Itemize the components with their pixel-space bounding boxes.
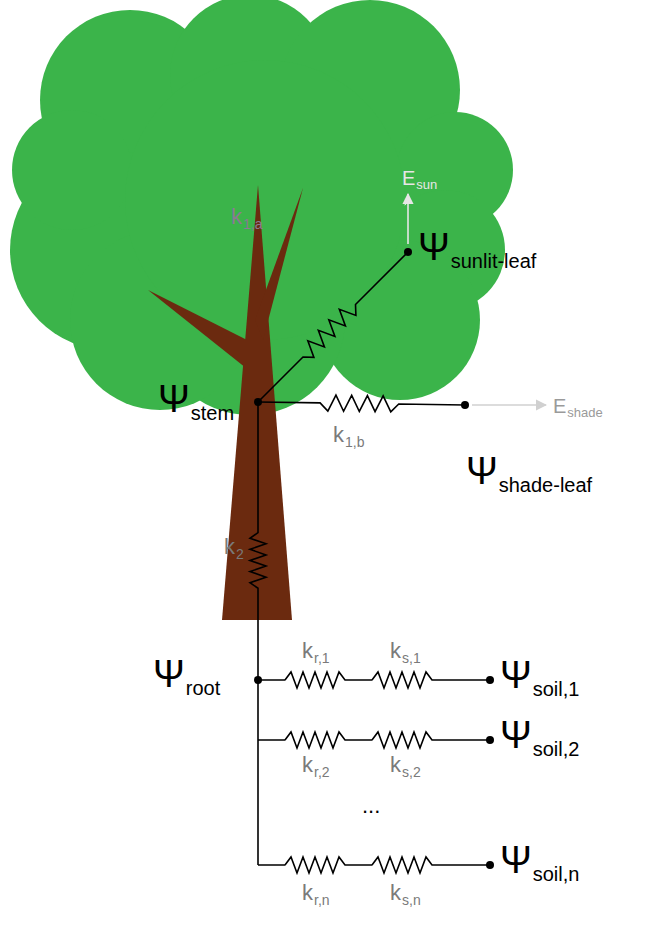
resistor-wire (258, 395, 465, 412)
resistor-wire (258, 252, 408, 402)
resistor-wire (250, 402, 266, 680)
conductance-symbol: k (224, 536, 235, 558)
subscript-label: s,n (402, 893, 421, 907)
conductance-symbol: k (390, 754, 401, 776)
subscript-label: shade (567, 406, 602, 419)
subscript-label: s,2 (402, 765, 421, 779)
subscript-label: s,1 (402, 651, 421, 665)
potential-symbol: Ψ (500, 716, 532, 754)
resistor-wire (258, 672, 490, 688)
transpiration-arrow (472, 404, 546, 406)
subscript-label: r,n (314, 893, 330, 907)
potential-symbol: Ψ (153, 655, 185, 693)
subscript-label: r,1 (314, 651, 330, 665)
subscript-label: sunlit-leaf (451, 251, 537, 271)
flux-symbol: E (402, 168, 415, 188)
subscript-label: 1,a (243, 217, 262, 231)
subscript-label: r,2 (314, 765, 330, 779)
potential-symbol: Ψ (500, 841, 532, 879)
flux-arrows (408, 194, 546, 405)
bus-wire (257, 680, 259, 865)
conductance-symbol: k (390, 882, 401, 904)
conductance-symbol: k (302, 640, 313, 662)
resistor-network (250, 252, 490, 873)
subscript-label: soil,1 (533, 679, 580, 699)
subscript-label: shade-leaf (499, 475, 592, 495)
junction-dots (254, 248, 494, 869)
conductance-symbol: k (390, 640, 401, 662)
conductance-symbol: k (302, 882, 313, 904)
resistor-wire (258, 857, 490, 873)
subscript-label: soil,n (533, 864, 580, 884)
potential-symbol: Ψ (500, 656, 532, 694)
conductance-symbol: k (231, 206, 242, 228)
subscript-label: stem (191, 403, 234, 423)
conductance-symbol: k (333, 424, 344, 446)
subscript-label: root (186, 678, 220, 698)
ellipsis: ... (362, 795, 380, 817)
transpiration-arrow (407, 194, 409, 244)
subscript-label: 2 (236, 547, 244, 561)
potential-symbol: Ψ (418, 228, 450, 266)
potential-symbol: Ψ (158, 380, 190, 418)
subscript-label: sun (416, 178, 437, 191)
subscript-label: 1,b (345, 435, 364, 449)
potential-symbol: Ψ (466, 452, 498, 490)
conductance-symbol: k (302, 754, 313, 776)
resistor-wire (258, 732, 490, 748)
subscript-label: soil,2 (533, 739, 580, 759)
flux-symbol: E (553, 396, 566, 416)
